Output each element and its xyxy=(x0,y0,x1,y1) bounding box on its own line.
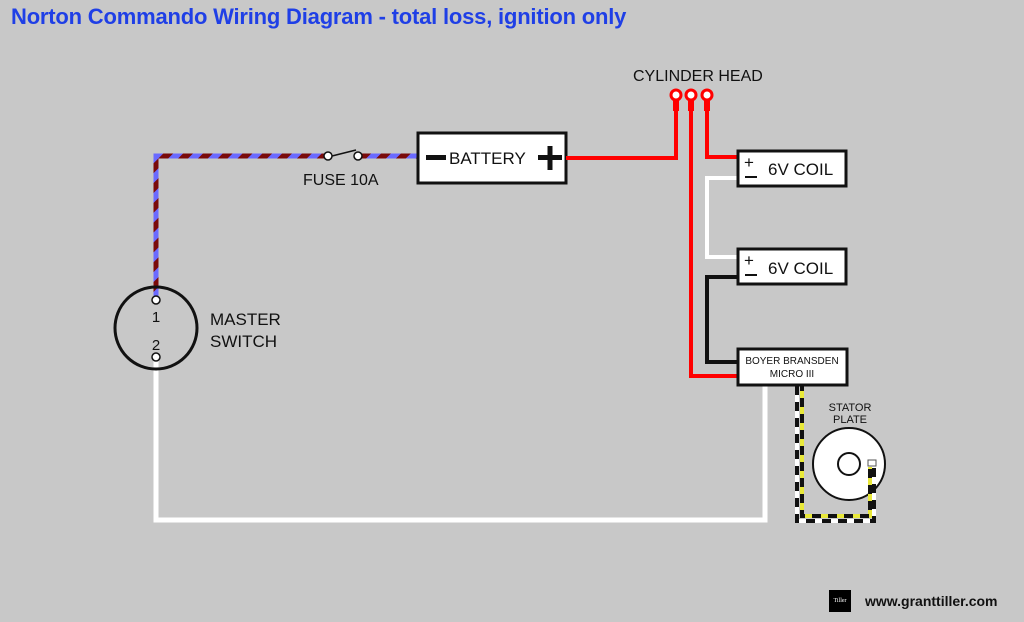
wire-red xyxy=(566,104,738,378)
battery: BATTERY xyxy=(416,131,568,185)
diagram-title: Norton Commando Wiring Diagram - total l… xyxy=(11,4,627,29)
coil-plus-icon: + xyxy=(744,153,754,172)
wire-white-switch-boyer xyxy=(153,358,768,523)
master-switch-label-line1: MASTER xyxy=(210,310,281,329)
coil-minus-icon xyxy=(745,274,757,276)
footer: Tiller www.granttiller.com xyxy=(829,590,998,612)
cylinder-head-label: CYLINDER HEAD xyxy=(633,68,763,85)
stator-label-line2: PLATE xyxy=(833,414,867,426)
website-link[interactable]: www.granttiller.com xyxy=(865,593,998,609)
battery-negative-icon xyxy=(426,155,446,160)
switch-terminal-1 xyxy=(151,295,161,305)
boyer-label-line1: BOYER BRANSDEN xyxy=(745,356,838,367)
cylinder-head-terminals xyxy=(669,88,714,111)
switch-terminal-1-label: 1 xyxy=(152,309,160,326)
fuse-label: FUSE 10A xyxy=(303,172,379,189)
battery-label: BATTERY xyxy=(449,149,526,168)
switch-terminal-2-label: 2 xyxy=(152,337,160,354)
coil-1-label: 6V COIL xyxy=(768,160,833,179)
wire-black-coil-boyer xyxy=(705,275,738,364)
wire-brown-blue xyxy=(153,153,418,298)
boyer-label-line2: MICRO III xyxy=(770,369,814,380)
coil-minus-icon xyxy=(745,176,757,178)
coil-2-label: 6V COIL xyxy=(768,259,833,278)
stator-plate xyxy=(812,427,886,501)
switch-terminal-2 xyxy=(151,352,161,362)
boyer-bransden-unit: BOYER BRANSDEN MICRO III xyxy=(736,347,849,387)
coil-1: + 6V COIL xyxy=(736,149,848,188)
stator-label-line1: STATOR xyxy=(829,402,872,414)
coil-plus-icon: + xyxy=(744,251,754,270)
master-switch: 1 2 xyxy=(113,285,199,371)
wire-stator-pair xyxy=(795,386,876,523)
wire-white-coil-link xyxy=(705,176,738,259)
fuse-symbol xyxy=(323,149,363,162)
coil-2: + 6V COIL xyxy=(736,247,848,286)
master-switch-label-line2: SWITCH xyxy=(210,332,277,351)
tiller-logo-icon: Tiller xyxy=(829,590,851,612)
